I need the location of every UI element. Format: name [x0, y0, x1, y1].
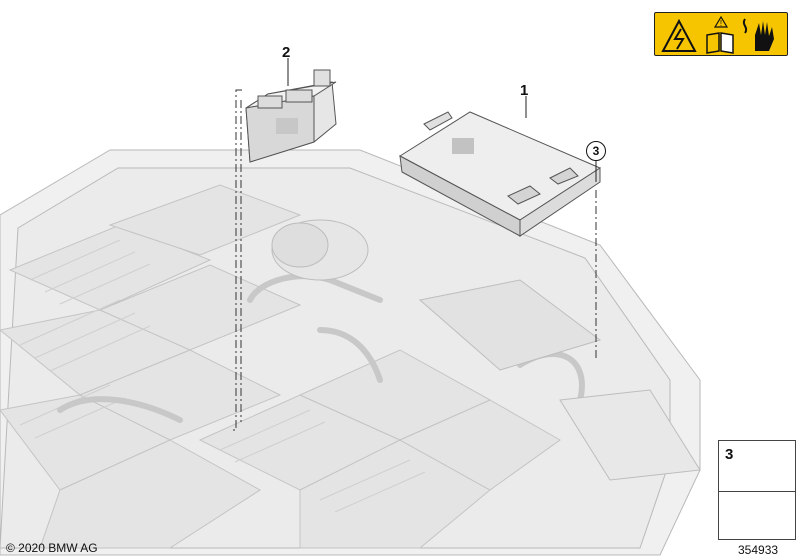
leader-lines — [232, 89, 597, 431]
control-unit-part-1 — [399, 111, 602, 237]
gloves-icon — [742, 18, 774, 51]
control-unit-part-2 — [245, 69, 337, 163]
callout-3-circled: 3 — [586, 141, 606, 161]
parts-box-number: 3 — [725, 446, 734, 463]
warning-panel: ! — [654, 12, 788, 56]
read-manual-icon: ! — [706, 15, 734, 54]
svg-text:!: ! — [720, 19, 722, 28]
callout-1: 1 — [520, 82, 529, 99]
callout-2: 2 — [282, 44, 291, 61]
diagram-number: 354933 — [738, 543, 779, 557]
parts-box-divider — [719, 491, 795, 492]
electrical-hazard-icon — [661, 18, 697, 52]
copyright-text: © 2020 BMW AG — [6, 541, 98, 555]
battery-housing — [0, 149, 701, 556]
parts-box: 3 — [718, 440, 796, 540]
